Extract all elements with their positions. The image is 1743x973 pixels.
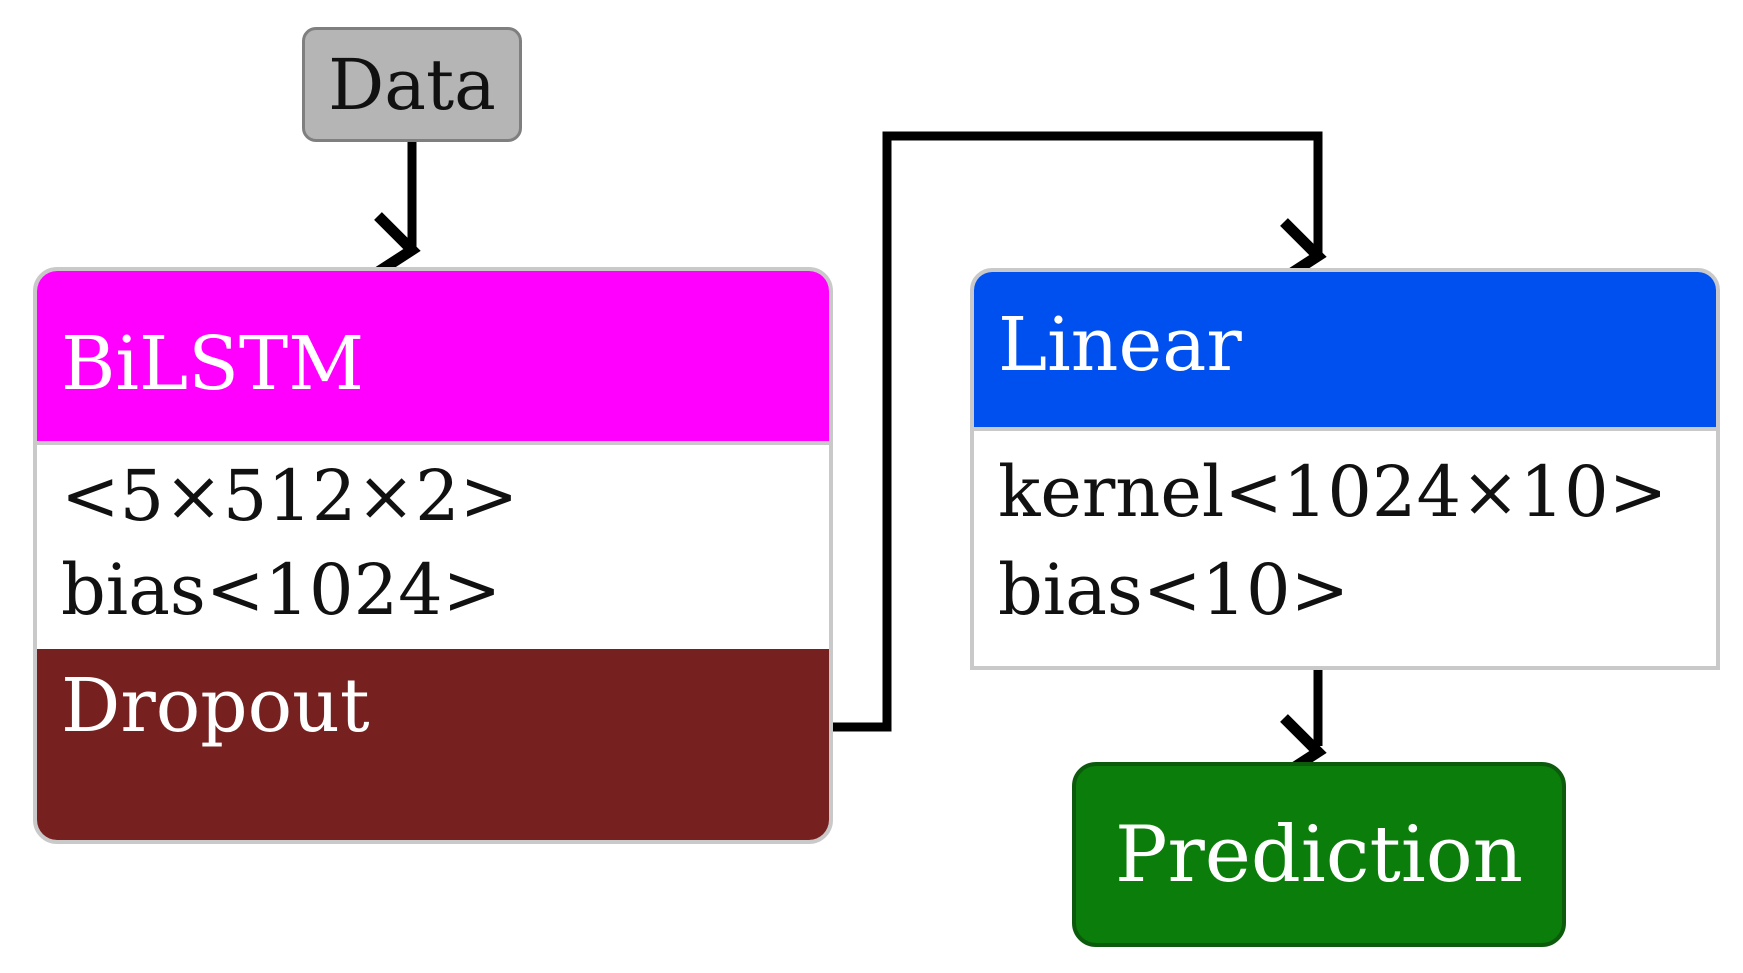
node-dropout: Dropout [37, 649, 829, 840]
bilstm-param-bias: bias<1024> [61, 549, 502, 631]
node-prediction: Prediction [1072, 762, 1566, 947]
node-bilstm-header: BiLSTM [37, 271, 829, 441]
linear-param-kernel: kernel<1024×10> [998, 451, 1668, 533]
linear-param-bias: bias<10> [998, 549, 1350, 631]
node-bilstm-params: <5×512×2> bias<1024> [37, 441, 829, 657]
node-linear: Linear kernel<1024×10> bias<10> [970, 268, 1720, 670]
node-dropout-label: Dropout [61, 663, 370, 749]
node-linear-header: Linear [974, 272, 1716, 427]
node-bilstm-dropout: BiLSTM <5×512×2> bias<1024> Dropout [33, 267, 833, 844]
bilstm-param-shape: <5×512×2> [61, 455, 519, 537]
node-bilstm-label: BiLSTM [61, 321, 365, 407]
node-linear-label: Linear [998, 302, 1242, 388]
node-linear-params: kernel<1024×10> bias<10> [974, 427, 1716, 666]
node-data-label: Data [328, 43, 496, 126]
node-prediction-label: Prediction [1115, 809, 1523, 900]
node-data: Data [302, 27, 522, 142]
edge-data-to-bilstm [374, 142, 421, 277]
edge-linear-to-prediction [1280, 670, 1327, 779]
